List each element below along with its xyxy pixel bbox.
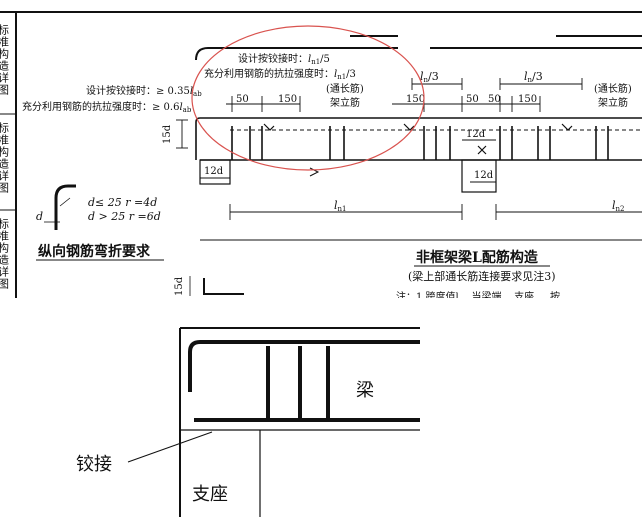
bend-rule-1: d≤ 25 r =4d bbox=[88, 196, 157, 209]
dim-12d-c: 12d bbox=[474, 170, 494, 181]
support-label: 支座 bbox=[192, 484, 228, 505]
beam-label: 梁 bbox=[356, 380, 374, 401]
dim-12d-a: 12d bbox=[204, 166, 224, 177]
middle-support-block bbox=[461, 159, 497, 193]
hook-mark bbox=[263, 123, 275, 131]
title-sub: (梁上部通长筋连接要求见注3) bbox=[408, 269, 556, 283]
detail-top-bar bbox=[188, 340, 420, 392]
through-bar-label-2: (通长筋) bbox=[594, 82, 632, 95]
bend-d-label: d bbox=[36, 210, 43, 223]
dim-50-c: 50 bbox=[488, 94, 501, 105]
note-hinge-top: 设计按铰接时：ln1/5 bbox=[238, 52, 330, 66]
erect-bar-label-2: 架立筋 bbox=[598, 96, 628, 109]
dim-50-a: 50 bbox=[236, 94, 249, 105]
dim-150-c: 150 bbox=[518, 94, 537, 105]
dimension-text: 50 150 150 50 50 150 ln/3 ln/3 (通长筋) 架立筋… bbox=[162, 70, 632, 213]
dimension-lines bbox=[176, 78, 642, 241]
ln3-b: ln/3 bbox=[524, 70, 543, 84]
hook-mark bbox=[561, 123, 573, 131]
bend-caption: 纵向钢筋弯折要求 bbox=[38, 243, 151, 260]
through-bar-label-1: (通长筋) bbox=[326, 82, 364, 95]
dim-15d-a: 15d bbox=[162, 124, 173, 144]
note-full-use-left: 充分利用钢筋的抗拉强度时：≥ 0.6lab bbox=[22, 100, 192, 114]
highlight-ellipse bbox=[191, 25, 425, 171]
ln2-label: ln2 bbox=[612, 199, 625, 213]
stirrups-left bbox=[231, 126, 451, 160]
left-strip: 标准构造详图 标准构造详图 标准构造详图 bbox=[0, 23, 10, 290]
dim-150-b: 150 bbox=[406, 94, 425, 105]
hook-mark bbox=[477, 145, 487, 155]
ln1-label: ln1 bbox=[334, 199, 347, 213]
note-hinge-left: 设计按铰接时：≥ 0.35lab bbox=[86, 84, 202, 98]
lower-left-piece: 15d bbox=[174, 276, 244, 296]
detail-figure bbox=[127, 327, 420, 517]
figure-title: 非框架梁L配筋构造 (梁上部通长筋连接要求见注3) bbox=[408, 249, 556, 283]
dim-150-a: 150 bbox=[278, 94, 297, 105]
dim-15d-b: 15d bbox=[174, 276, 185, 296]
hinge-leader-line bbox=[127, 431, 213, 463]
dim-50-b: 50 bbox=[466, 94, 479, 105]
dim-12d-b: 12d bbox=[466, 129, 486, 140]
title-main: 非框架梁L配筋构造 bbox=[416, 249, 538, 266]
cut-note-text: 注：1.跨度值l ...当梁端 ...支座 ... 按 ... bbox=[396, 290, 573, 303]
stirrups-right bbox=[499, 126, 609, 160]
cut-note: 注：1.跨度值l ...当梁端 ...支座 ... 按 ... bbox=[390, 290, 642, 303]
bend-rule-2: d > 25 r =6d bbox=[88, 210, 161, 223]
strip-text-1: 标准构造详图 bbox=[0, 23, 10, 96]
bent-bar-icon bbox=[54, 184, 76, 230]
hook-mark bbox=[403, 123, 415, 131]
left-support-block bbox=[199, 159, 231, 185]
top-notes: 设计按铰接时：ln1/5 充分利用钢筋的抗拉强度时：ln1/3 设计按铰接时：≥… bbox=[22, 52, 356, 114]
top-longitudinal-bar bbox=[195, 47, 398, 61]
note-full-use-top: 充分利用钢筋的抗拉强度时：ln1/3 bbox=[204, 67, 356, 81]
top-figure bbox=[0, 11, 642, 298]
hinge-label: 铰接 bbox=[76, 454, 112, 475]
detail-labels: 梁 铰接 支座 bbox=[76, 380, 374, 505]
bend-detail: d d≤ 25 r =4d d > 25 r =6d 纵向钢筋弯折要求 bbox=[36, 184, 164, 261]
erect-bar-label-1: 架立筋 bbox=[330, 96, 360, 109]
arrow-mark bbox=[309, 167, 320, 177]
ln3-a: ln/3 bbox=[420, 70, 439, 84]
strip-text-2: 标准构造详图 bbox=[0, 121, 10, 194]
strip-text-3: 标准构造详图 bbox=[0, 217, 10, 290]
